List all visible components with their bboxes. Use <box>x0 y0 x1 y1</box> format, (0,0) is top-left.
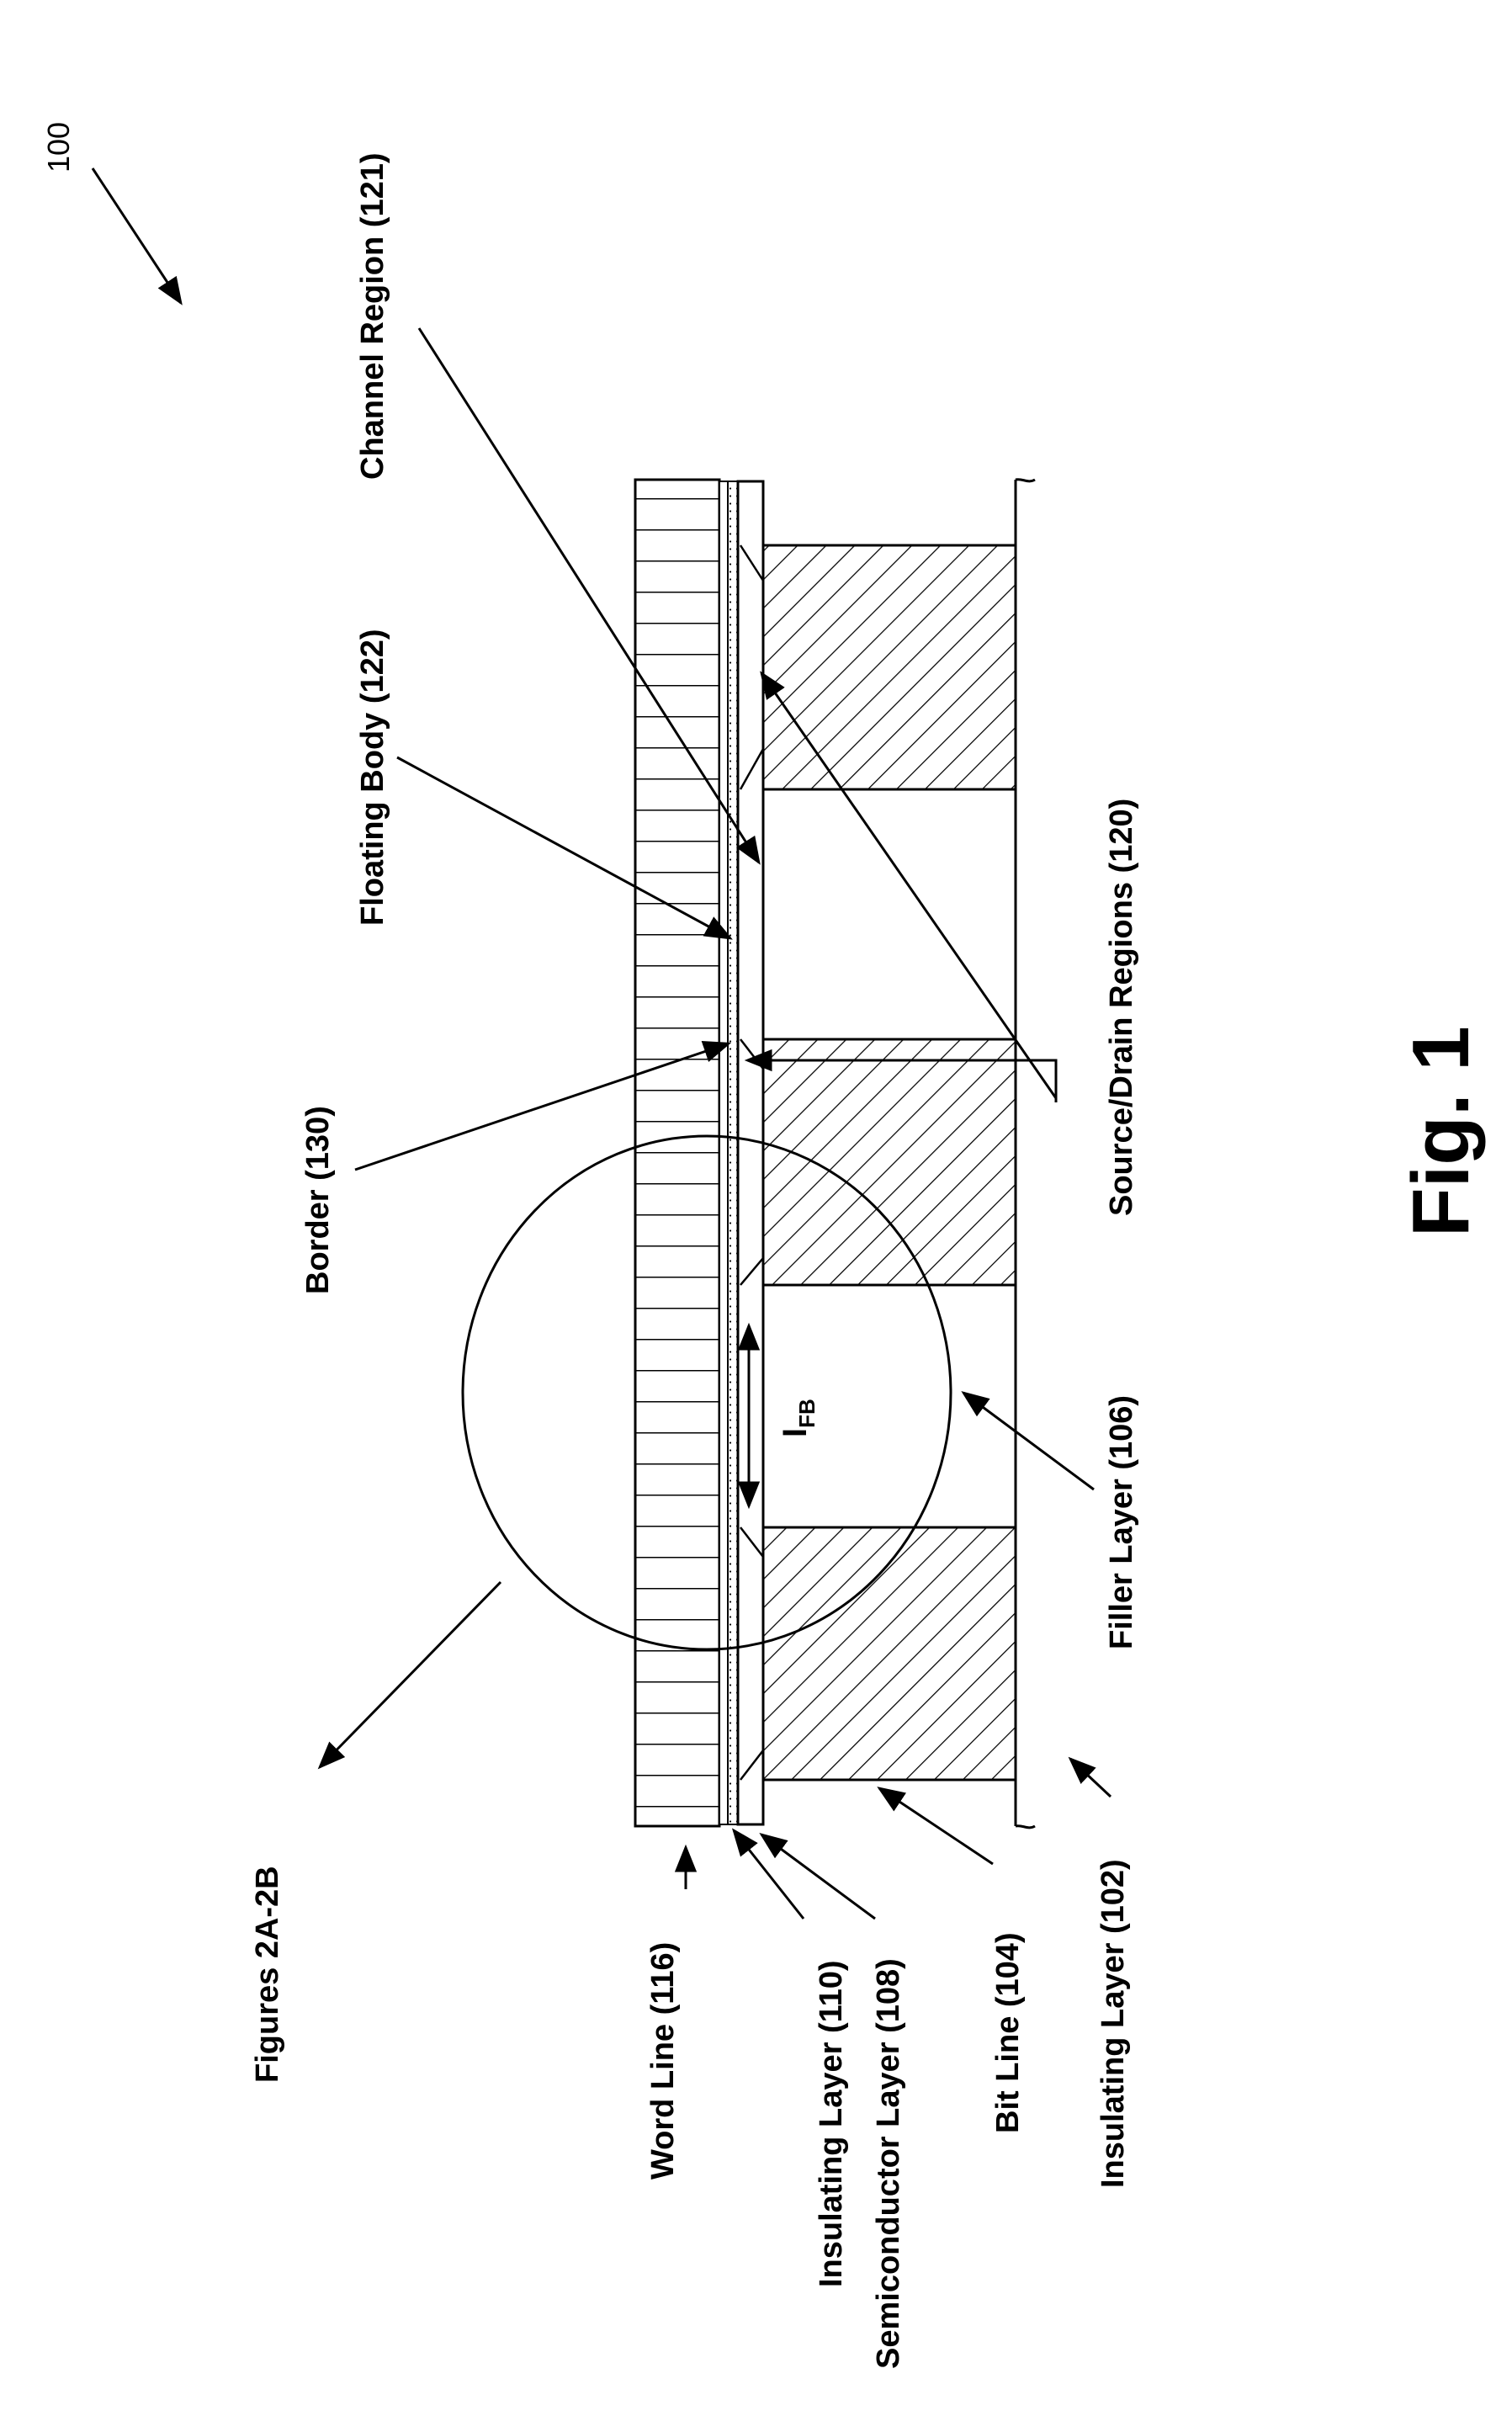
insulating-layer-110-label: Insulating Layer (110) <box>814 1960 849 2287</box>
figures-ref-leader <box>320 1582 501 1767</box>
bit-line-leader <box>879 1788 993 1864</box>
figure-caption: Fig. 1 <box>1396 1026 1486 1237</box>
semiconductor-layer-label: Semiconductor Layer (108) <box>871 1958 906 2369</box>
insulating-layer-110 <box>719 481 728 1824</box>
source-drain-region <box>763 1039 1016 1285</box>
semiconductor-leader <box>761 1835 875 1919</box>
cross-section-structure <box>463 480 1035 1828</box>
ref-100-arrow <box>93 168 181 303</box>
insulating-102-leader <box>1070 1759 1111 1797</box>
word-line-layer <box>635 480 719 1826</box>
insulating-110-leader <box>734 1830 804 1919</box>
word-line-label: Word Line (116) <box>645 1942 681 2180</box>
break-mark-top <box>1016 480 1035 481</box>
floating-body-strip <box>728 481 738 1824</box>
current-label: IFB <box>777 1399 820 1437</box>
source-drain-region <box>763 1527 1016 1780</box>
insulating-layer-102-label: Insulating Layer (102) <box>1096 1859 1131 2188</box>
floating-body-label: Floating Body (122) <box>355 629 390 926</box>
break-mark-bottom <box>1016 1826 1035 1828</box>
filler-layer-label: Filler Layer (106) <box>1104 1395 1139 1649</box>
figures-reference-label: Figures 2A-2B <box>250 1866 285 2083</box>
source-drain-label: Source/Drain Regions (120) <box>1104 799 1139 1216</box>
filler-layer-leader <box>963 1393 1094 1489</box>
border-label: Border (130) <box>300 1106 336 1294</box>
semiconductor-layer-108 <box>738 481 763 1824</box>
reference-number-label: 100 <box>41 122 76 173</box>
bit-line-label: Bit Line (104) <box>990 1932 1026 2133</box>
channel-region-label: Channel Region (121) <box>355 153 390 481</box>
source-drain-region <box>763 545 1016 789</box>
